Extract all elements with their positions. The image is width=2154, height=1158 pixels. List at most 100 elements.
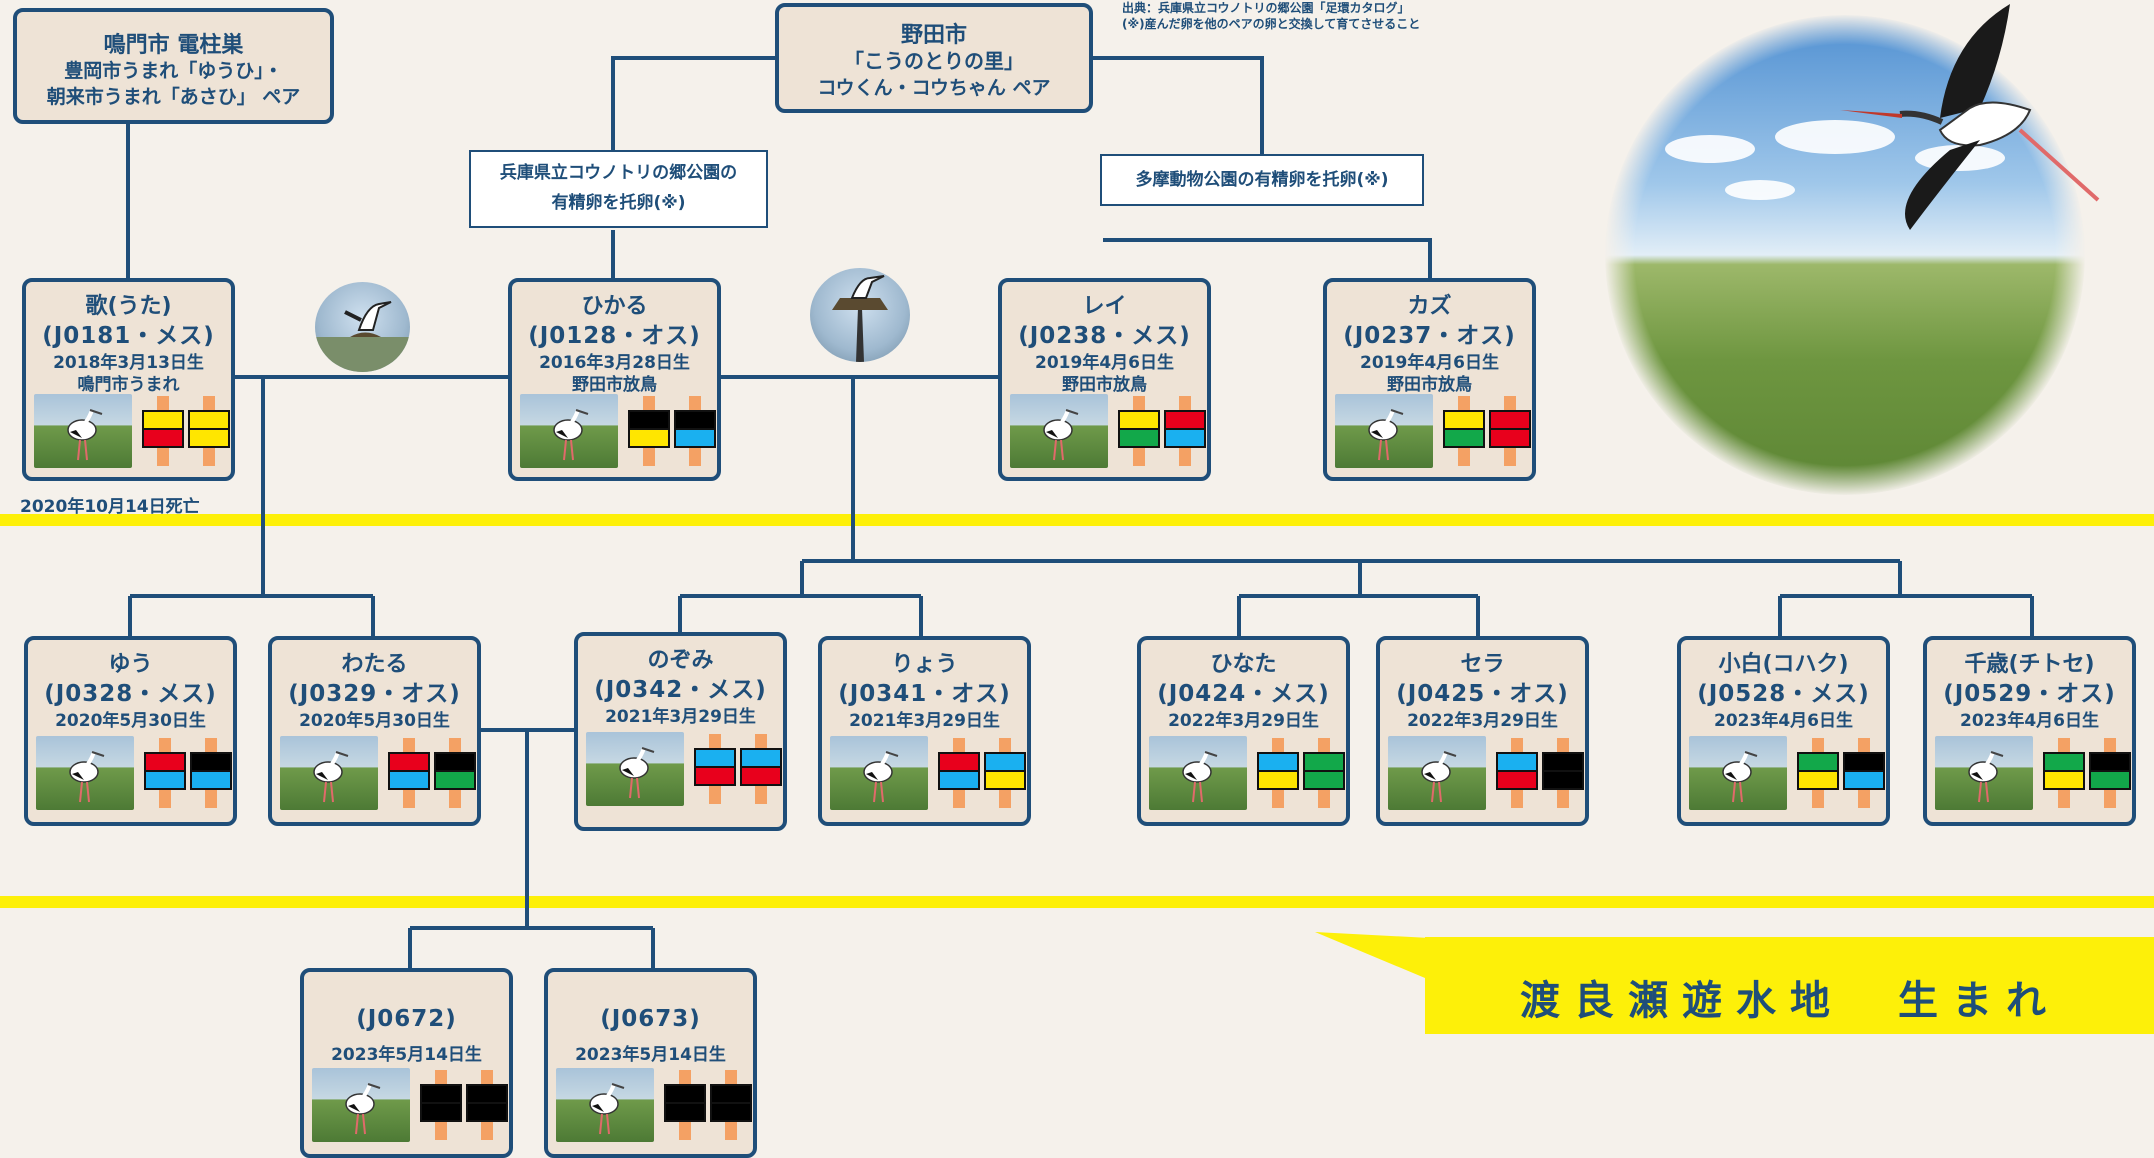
leg-band-right [984, 738, 1026, 808]
bird-card-hikaru: ひかる(J0128・オス)2016年3月28日生野田市放鳥 [508, 278, 721, 481]
stork-icon [1968, 751, 2004, 803]
death-note: 2020年10月14日死亡 [20, 497, 200, 517]
bird-name: セラ [1460, 652, 1505, 677]
bird-name: レイ [1082, 294, 1127, 319]
bird-name: 小白(コハク) [1718, 652, 1849, 677]
band-lower-blue [674, 428, 716, 448]
bird-code: (J0128・オス) [528, 323, 701, 349]
bird-name: のぞみ [647, 648, 714, 673]
naruto-line-2: 豊岡市うまれ「ゆうひ」・ [64, 60, 283, 82]
band-upper-blue [984, 752, 1026, 772]
bird-card-nozomi: のぞみ(J0342・メス)2021年3月29日生 [574, 632, 787, 831]
band-lower-green [1303, 770, 1345, 790]
bird-code: (J0673) [600, 1006, 701, 1032]
noda-line-3: コウくん・コウちゃん ペア [817, 77, 1051, 99]
band-upper-yellow [188, 410, 230, 430]
stork-photo [34, 394, 132, 468]
bird-name: 千歳(チトセ) [1964, 652, 2095, 677]
band-lower-black [664, 1102, 706, 1122]
band-lower-black [420, 1102, 462, 1122]
generation-divider-2 [0, 896, 2154, 908]
leg-band-right [740, 734, 782, 804]
bird-birthdate: 2020年5月30日生 [55, 711, 206, 731]
leg-band-left [388, 738, 430, 808]
band-lower-blue [938, 770, 980, 790]
bird-code: (J0342・メス) [594, 677, 767, 703]
bird-code: (J0181・メス) [42, 323, 215, 349]
leg-band-right [710, 1070, 752, 1140]
note-tama-line-1: 多摩動物公園の有精卵を托卵(※) [1135, 170, 1389, 190]
band-upper-black [1843, 752, 1885, 772]
bird-origin: 鳴門市うまれ [77, 375, 180, 395]
naruto-line-3: 朝来市うまれ「あさひ」 ペア [46, 86, 301, 108]
flying-stork-illustration [1840, 4, 2100, 230]
stork-icon [589, 1083, 625, 1135]
band-upper-black [674, 410, 716, 430]
nest-stork-icon [315, 301, 410, 372]
bird-card-hinata: ひなた(J0424・メス)2022年3月29日生 [1137, 636, 1350, 826]
bird-birthdate: 2023年5月14日生 [331, 1045, 482, 1065]
parents-noda-box: 野田市 「こうのとりの里」 コウくん・コウちゃん ペア [775, 3, 1093, 113]
stork-icon [553, 409, 589, 461]
band-lower-yellow [1257, 770, 1299, 790]
bird-code: (J0425・オス) [1396, 681, 1569, 707]
bird-name: ゆう [108, 652, 153, 677]
stork-photo [830, 736, 928, 810]
band-upper-red [388, 752, 430, 772]
band-lower-black [466, 1102, 508, 1122]
band-lower-blue [1843, 770, 1885, 790]
band-lower-red [1489, 428, 1531, 448]
band-lower-green [434, 770, 476, 790]
bird-card-j0672: (J0672) 2023年5月14日生 [300, 968, 513, 1158]
bird-birthdate: 2018年3月13日生 [53, 353, 204, 373]
leg-band-right [2089, 738, 2131, 808]
band-upper-blue [1257, 752, 1299, 772]
band-upper-black [190, 752, 232, 772]
bird-origin: 野田市放鳥 [572, 375, 657, 395]
bird-birthdate: 2020年5月30日生 [299, 711, 450, 731]
leg-band-right [188, 396, 230, 466]
stork-photo [280, 736, 378, 810]
leg-band-left [144, 738, 186, 808]
bird-birthdate: 2023年4月6日生 [1714, 711, 1853, 731]
band-upper-black [434, 752, 476, 772]
nest-photo-1 [315, 282, 410, 372]
band-lower-red [740, 766, 782, 786]
band-lower-green [1443, 428, 1485, 448]
band-upper-blue [694, 748, 736, 768]
leg-band-right [466, 1070, 508, 1140]
bird-code: (J0672) [356, 1006, 457, 1032]
note-tama-eggs: 多摩動物公園の有精卵を托卵(※) [1100, 154, 1424, 206]
leg-band-left [938, 738, 980, 808]
stork-photo [586, 732, 684, 806]
stork-icon [69, 751, 105, 803]
bird-code: (J0529・オス) [1943, 681, 2116, 707]
bird-birthdate: 2016年3月28日生 [539, 353, 690, 373]
stork-photo [1335, 394, 1433, 468]
leg-band-left [2043, 738, 2085, 808]
band-upper-black [628, 410, 670, 430]
stork-photo [1149, 736, 1247, 810]
leg-band-left [1118, 396, 1160, 466]
band-upper-black [420, 1084, 462, 1104]
connector-noda-hyogo [611, 56, 778, 152]
connector-2022 [1237, 561, 1480, 636]
band-lower-blue [190, 770, 232, 790]
leg-band-right [1303, 738, 1345, 808]
banner-pointer [1315, 932, 1430, 978]
parents-naruto-box: 鳴門市 電柱巣 豊岡市うまれ「ゆうひ」・ 朝来市うまれ「あさひ」 ペア [13, 8, 334, 124]
bird-origin: 野田市放鳥 [1387, 375, 1472, 395]
band-lower-yellow [628, 428, 670, 448]
band-lower-red [694, 766, 736, 786]
bird-birthdate: 2021年3月29日生 [849, 711, 1000, 731]
band-upper-green [2043, 752, 2085, 772]
generation-divider-1 [0, 514, 2154, 526]
stork-photo [1689, 736, 1787, 810]
stork-icon [1421, 751, 1457, 803]
stork-photo [1388, 736, 1486, 810]
bird-card-sera: セラ(J0425・オス)2022年3月29日生 [1376, 636, 1589, 826]
bird-birthdate: 2023年5月14日生 [575, 1045, 726, 1065]
bird-name: りょう [891, 652, 958, 677]
